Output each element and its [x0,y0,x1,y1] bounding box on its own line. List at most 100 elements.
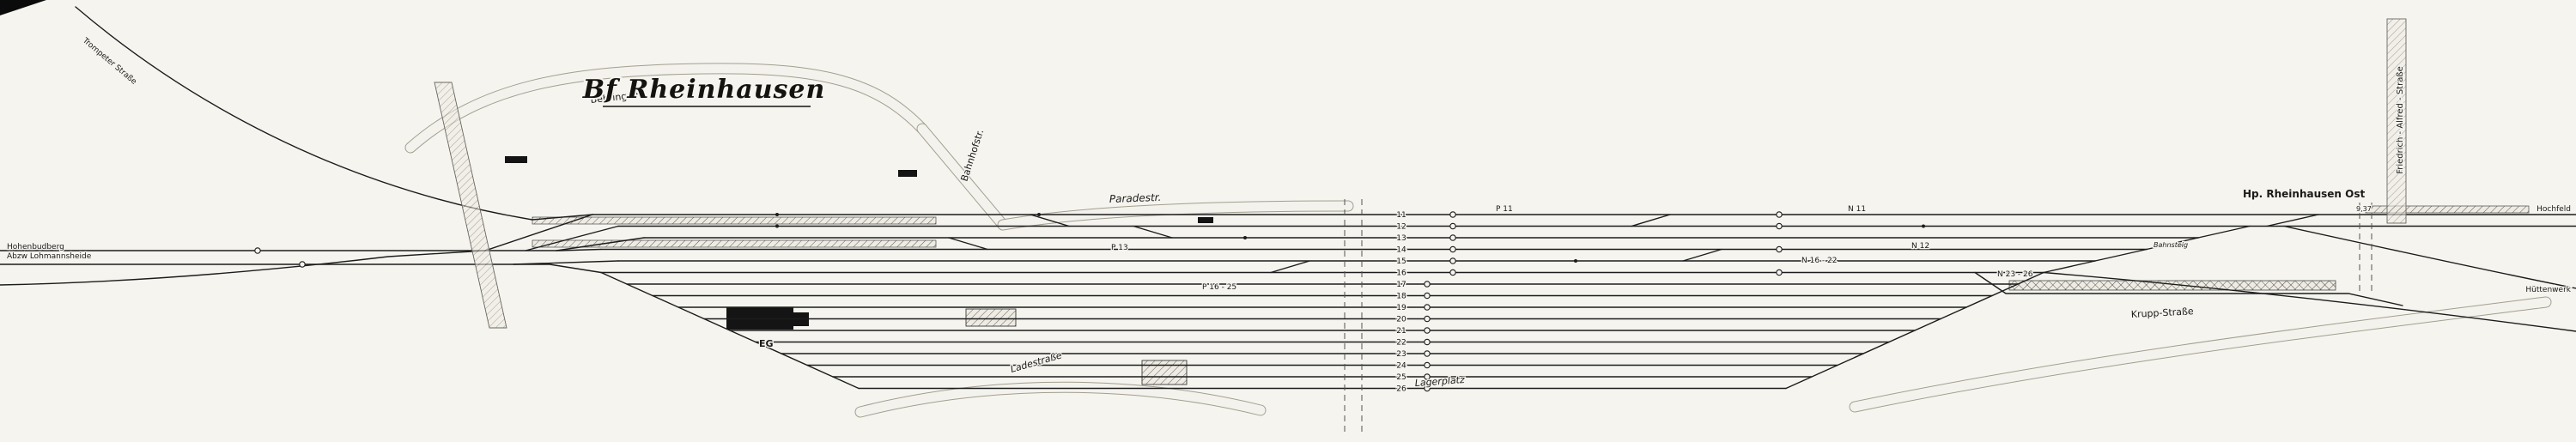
dest-label-abzw-lohmannsheide: Abzw Lohmannsheide [7,252,92,261]
loading-ramp [2008,280,2336,291]
level-crossings [1344,199,2372,433]
road-behringstr-fill [405,64,927,153]
signal-icon [1424,338,1431,346]
track-segment [525,225,619,251]
track-segment-lohmannsheide [0,250,486,286]
track-segment [2043,260,2096,274]
signal-icon [1424,361,1431,369]
ladder-west [600,271,860,390]
street-label-paradestr: Paradestr. [1109,191,1162,205]
crossover [1270,260,1310,274]
signal-icon [1449,222,1456,230]
track-number-22: 22 [1396,339,1406,348]
signal-icon [1449,234,1456,241]
signal-label-p16-25: P 16 - 25 [1202,283,1236,292]
ramp-siding [1974,271,2403,306]
signal-box [1198,217,1213,223]
crossover [1631,214,1671,227]
track-segment-huettenwerk [2283,225,2576,289]
dest-label-hohenbudberg: Hohenbudberg [7,243,64,251]
signal-icon [1776,211,1783,218]
signal-dot-icon [1922,224,1925,228]
street-bridge-west [434,82,507,329]
dest-label-huettenwerk: Hüttenwerk [2525,286,2571,294]
track-number-15: 15 [1396,257,1406,266]
signal-icon [1424,315,1431,323]
signal-label-n11: N 11 [1848,205,1866,214]
platforms [532,205,2530,291]
crossover [2266,214,2319,227]
roads [404,63,2552,418]
signal-dot-icon [1037,213,1041,216]
track-number-20: 20 [1396,316,1406,324]
street-label-krupp-strasse: Krupp-Straße [2130,306,2194,320]
track-number-19: 19 [1396,304,1406,312]
road-krupp-strasse-fill [1850,297,2551,412]
signal-icon [1776,222,1783,230]
signal-icon [1449,211,1456,218]
track-number-17: 17 [1396,281,1406,289]
signal-icon [1424,350,1431,357]
small-building-1 [505,156,527,163]
signal-dot-icon [775,213,779,216]
track-segment [2197,225,2251,239]
signal-label-p13: P 13 [1111,244,1128,252]
tracks [592,214,2576,390]
platform-label-bahnsteig: Bahnsteig [2154,241,2188,249]
signal-icon [1776,245,1783,253]
signal-icon [1424,304,1431,311]
station-title: Bf Rheinhausen [582,75,826,105]
road-bahnhofstr-fill [917,124,1008,230]
building-label-eg: EG [759,338,774,349]
signal-dot-icon [1574,259,1577,263]
dest-label-hochfeld: Hochfeld [2537,205,2571,214]
warehouse [1141,360,1188,385]
km-label-9-37: 9,37 [2356,205,2372,213]
track-number-14: 14 [1396,246,1406,255]
platform-1 [532,216,937,225]
scan-artifact [0,0,46,15]
area-label-lagerplatz: Lagerplatz [1414,374,1465,389]
road-ladestrasse-fill [855,382,1266,417]
signal-icon [1424,373,1431,380]
street-crossings [434,18,2407,329]
signal-icon [1424,384,1431,392]
signal-icon [254,247,261,254]
track-segment [513,260,619,265]
street-label-friedrich-alfred-strasse: Friedrich - Alfred - Straße [2396,66,2405,174]
ladder-east [1785,271,2044,390]
signal-label-n23-26: N 23 - 26 [1997,270,2033,279]
signals [254,211,1925,392]
signal-icon [1449,257,1456,264]
signal-icon [1449,269,1456,276]
platform-2 [532,239,937,248]
crossover [948,237,988,251]
small-building-2 [898,170,917,177]
goods-shed [965,308,1017,327]
track-number-24: 24 [1396,362,1406,371]
track-number-12: 12 [1396,223,1406,232]
signal-label-n12: N 12 [1911,242,1929,251]
friedrich-alfred-strasse-bridge [2386,18,2407,224]
signal-icon [1424,327,1431,334]
crossover [1133,225,1173,239]
halt-label-hp-rheinhausen-ost: Hp. Rheinhausen Ost [2243,188,2365,200]
signal-icon [1776,269,1783,276]
signal-icon [1424,281,1431,288]
signal-icon [1424,292,1431,300]
track-segment [2094,248,2148,262]
track-number-13: 13 [1396,234,1406,243]
signal-icon [299,261,306,268]
track-segment-southeast [2043,271,2576,332]
track-segment [0,263,602,274]
track-number-18: 18 [1396,293,1406,301]
signal-dot-icon [1243,236,1247,239]
signal-label-p11: P 11 [1496,205,1513,214]
track-geometry [0,6,2576,390]
signal-label-n16-22: N 16 - 22 [1801,257,1837,265]
crossover [1030,214,1070,227]
track-number-21: 21 [1396,327,1406,336]
